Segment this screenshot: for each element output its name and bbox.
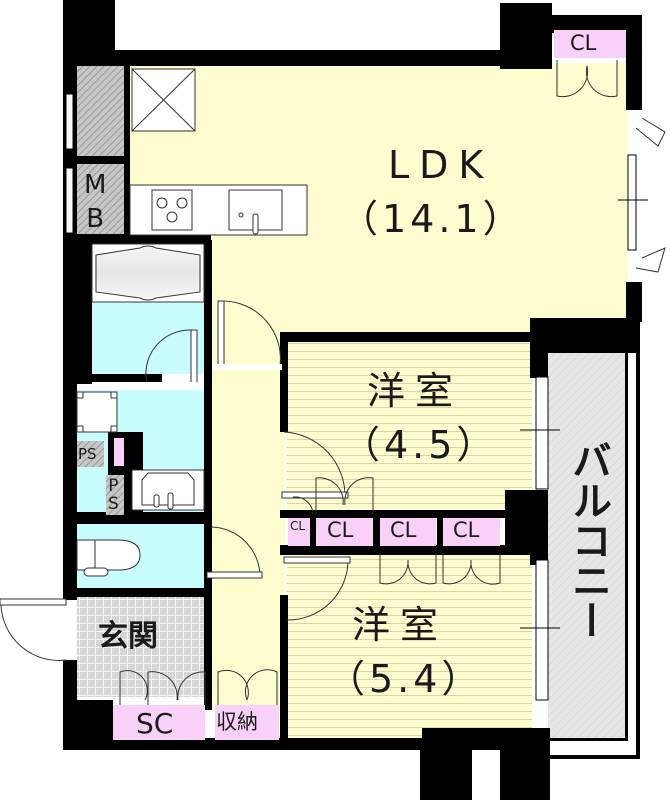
pipe-space-2-p: P [108, 476, 119, 496]
hall-storage-label: 収納 [216, 710, 258, 734]
room1-closet-label: CL [327, 518, 354, 542]
toilet-fixture [76, 539, 141, 577]
room2-closet-a-label: CL [390, 518, 417, 542]
balcony-floor [548, 353, 628, 741]
pipe-space-2-s: S [108, 494, 119, 514]
meter-box [77, 164, 124, 234]
shoe-closet-label: SC [136, 707, 174, 740]
meter-box-b: B [86, 204, 105, 234]
sink-icon [228, 189, 283, 231]
windows [65, 93, 648, 701]
bedroom1-floor [287, 340, 532, 510]
bedroom2-floor [287, 553, 532, 743]
small-closet-label: CL [290, 519, 306, 533]
ldk-closet-label: CL [570, 31, 597, 55]
washer-pan [76, 391, 118, 433]
western-room-1-area: （4.5） [342, 423, 499, 467]
shaft-upper [77, 66, 124, 156]
room2-closet-b-label: CL [453, 518, 480, 542]
kitchen-counter [129, 68, 308, 236]
western-room-2-area: （5.4） [327, 657, 484, 701]
wash-closet [114, 438, 124, 466]
pipe-space-1 [77, 441, 104, 467]
room2-closet-b [443, 518, 500, 546]
balcony-text: バルコニー [565, 440, 611, 640]
stove-icon [151, 189, 193, 231]
room1-closet [316, 518, 373, 546]
entrance-floor [77, 597, 204, 697]
shoe-closet [113, 705, 205, 740]
utility-shafts [77, 66, 124, 515]
meter-box-label: M B [84, 168, 106, 236]
western-room-2-label: 洋室 [352, 603, 449, 647]
small-closet [288, 518, 310, 546]
ldk-area: （14.1） [340, 197, 525, 241]
washbasin [131, 469, 205, 511]
ldk-closet [554, 30, 626, 58]
room2-closet-a [380, 518, 436, 546]
bathtub [91, 243, 205, 303]
meter-box-m: M [84, 170, 107, 200]
entrance-label: 玄関 [98, 619, 158, 654]
hall-storage [215, 705, 279, 740]
western-room-1-label: 洋室 [367, 369, 464, 413]
doors [0, 60, 666, 705]
closets [113, 30, 626, 740]
pipe-space-2-label: P S [108, 477, 119, 513]
pipe-space-2 [106, 475, 124, 515]
pipe-space-1-label: PS [78, 445, 97, 463]
balcony-label: バルコニー [563, 440, 613, 649]
ldk-label: LDK [388, 143, 494, 187]
